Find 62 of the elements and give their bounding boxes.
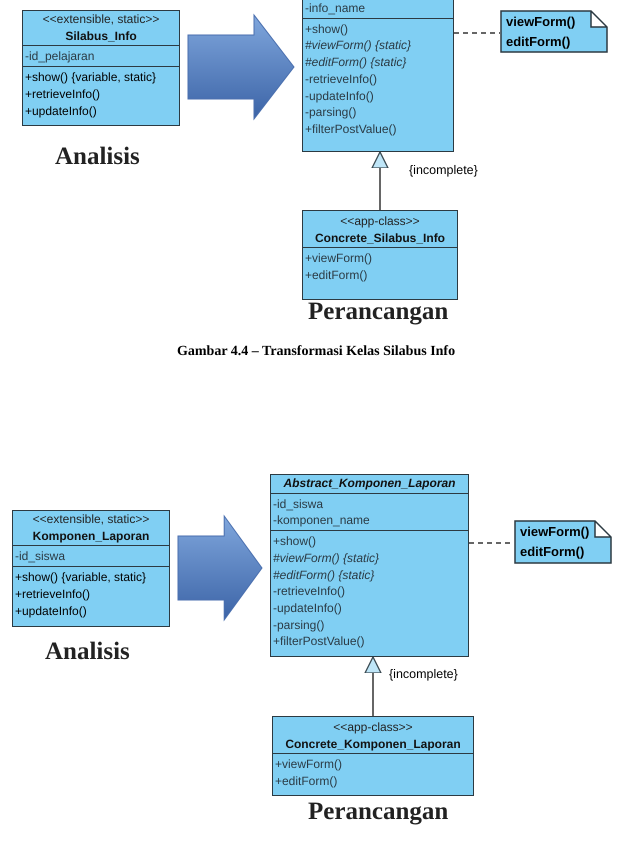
class-box	[12, 510, 170, 627]
attribute-text: -id_siswa	[272, 496, 324, 512]
figure-caption: Gambar 4.4 – Transformasi Kelas Silabus Info	[177, 344, 456, 360]
section-heading: Analisis	[55, 143, 140, 171]
section-heading: Analisis	[45, 638, 130, 666]
class-box	[302, 210, 458, 300]
stereotype-text: <<app-class>>	[339, 213, 421, 230]
stereotype-text: <<extensible, static>>	[32, 511, 150, 528]
method-text: +retrieveInfo()	[14, 586, 92, 603]
dashed-connector	[454, 32, 500, 34]
class-name: Komponen_Laporan	[32, 528, 150, 544]
attribute-text: -info_name	[304, 0, 366, 17]
class-name: Concrete_Silabus_Info	[314, 230, 446, 246]
method-text: +viewForm()	[304, 250, 374, 268]
note-text: editForm()	[505, 33, 572, 51]
class-name: Silabus_Info	[64, 28, 138, 44]
method-text: -updateInfo()	[272, 600, 343, 617]
class-name: Abstract_Komponen_Laporan	[282, 475, 457, 492]
method-text: +updateInfo()	[14, 602, 88, 620]
class-name: Concrete_Komponen_Laporan	[284, 736, 462, 752]
method-text: -retrieveInfo()	[304, 70, 378, 88]
stereotype-text: <<app-class>>	[332, 719, 414, 736]
edge-label: {incomplete}	[388, 667, 459, 681]
method-text: -parsing()	[304, 104, 358, 121]
edge-label: {incomplete}	[408, 163, 479, 177]
block-arrow	[188, 14, 295, 120]
method-text: +show() {variable, static}	[24, 69, 158, 86]
method-text: #editForm() {static}	[272, 566, 376, 584]
method-text: #editForm() {static}	[304, 54, 408, 71]
method-text: #viewForm() {static}	[272, 550, 380, 567]
method-text: +filterPostValue()	[272, 633, 366, 650]
class-box	[272, 716, 474, 796]
section-heading: Perancangan	[308, 798, 448, 826]
block-arrow	[178, 514, 263, 622]
section-heading: Perancangan	[308, 298, 448, 326]
note-text: editForm()	[519, 543, 586, 561]
method-text: +viewForm()	[274, 756, 344, 774]
method-text: -updateInfo()	[304, 88, 375, 104]
method-text: +show()	[304, 20, 350, 38]
note-shape	[514, 520, 612, 564]
method-text: -retrieveInfo()	[272, 583, 346, 600]
method-text: +filterPostValue()	[304, 120, 398, 138]
generalization-arrow	[364, 656, 382, 716]
note-shape	[500, 10, 608, 53]
class-box	[22, 10, 180, 126]
class-box	[270, 474, 469, 657]
attribute-text: -komponen_name	[272, 512, 371, 530]
stereotype-text: <<extensible, static>>	[42, 11, 160, 28]
method-text: +editForm()	[274, 773, 338, 790]
method-text: +show()	[272, 533, 318, 550]
method-text: #viewForm() {static}	[304, 37, 412, 54]
class-box	[302, 0, 454, 152]
attribute-text: -id_pelajaran	[24, 48, 96, 66]
method-text: +retrieveInfo()	[24, 86, 102, 103]
method-text: +show() {variable, static}	[14, 569, 148, 586]
method-text: +updateInfo()	[24, 102, 98, 120]
generalization-arrow	[371, 151, 389, 210]
attribute-text: -id_siswa	[14, 548, 66, 566]
note-text: viewForm()	[505, 13, 576, 31]
method-text: +editForm()	[304, 267, 368, 284]
method-text: -parsing()	[272, 616, 326, 634]
note-text: viewForm()	[519, 523, 590, 541]
